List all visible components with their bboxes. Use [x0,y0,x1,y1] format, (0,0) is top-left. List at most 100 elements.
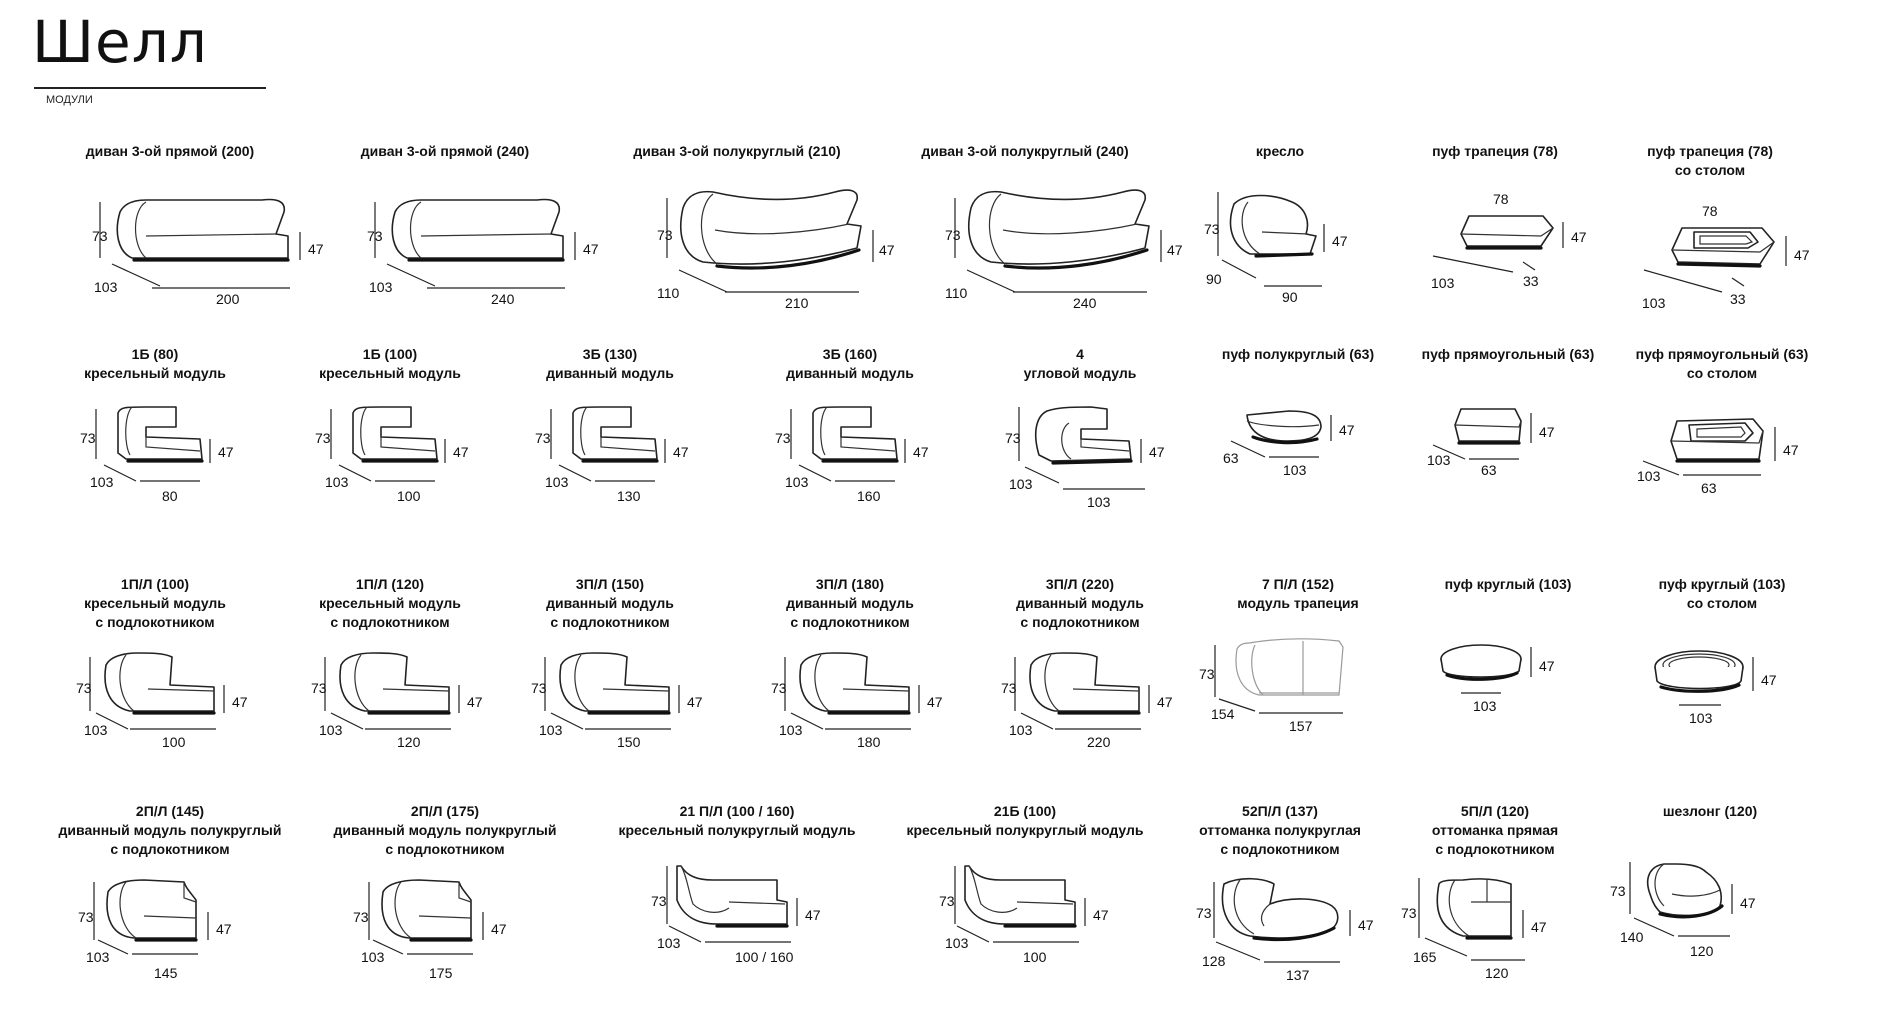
seat-height-value: 47 [583,241,599,257]
module-name: пуф трапеция (78) [1370,142,1620,161]
height-value: 73 [92,228,108,244]
module-name: 1Б (100)кресельный модуль [280,345,500,383]
module-sketch [1440,644,1522,681]
seat-height-value: 47 [805,907,821,923]
depth-value: 103 [1431,275,1455,291]
top-length-value: 78 [1702,203,1718,219]
seat-height-value: 47 [232,694,248,710]
module-name: 21 П/Л (100 / 160)кресельный полукруглый… [612,802,862,840]
width-value: 200 [216,291,240,307]
module-name-line: пуф круглый (103) [1444,576,1572,592]
module-name: диван 3-ой прямой (200) [45,142,295,161]
height-value: 73 [311,680,327,696]
seat-height-value: 47 [1794,247,1810,263]
module-name-line: кресло [1255,143,1305,159]
depth-dimension-line [1643,269,1723,293]
height-value: 73 [367,228,383,244]
height-value: 73 [535,430,551,446]
depth-value: 110 [657,285,680,301]
depth-value: 103 [1427,452,1451,468]
width-value: 220 [1087,734,1111,750]
width-value: 175 [429,965,453,981]
depth-dimension-line [103,464,137,482]
module-name-line: 21 П/Л (100 / 160) [679,803,795,819]
height-value: 73 [1610,883,1626,899]
height-value: 73 [939,893,955,909]
width-value: 120 [1690,943,1714,959]
height-value: 73 [353,909,369,925]
module-name-line: диван 3-ой полукруглый (240) [921,143,1129,159]
depth-dimension-line [386,263,436,287]
width-value: 103 [1689,710,1713,726]
height-value: 73 [315,430,331,446]
depth-value: 103 [1009,476,1033,492]
depth-value: 103 [361,949,385,965]
module-name-line: пуф полукруглый (63) [1221,346,1375,362]
module-name: пуф полукруглый (63) [1188,345,1408,364]
page-title: Шелл [32,8,208,76]
width-value: 90 [1282,289,1298,305]
seat-height-value: 47 [1539,658,1555,674]
module-name-line: диванный модуль полукруглый [333,822,557,838]
seat-height-value: 47 [218,444,234,460]
width-value: 160 [857,488,881,504]
depth-dimension-line [1230,440,1266,458]
module-sketch [117,406,204,463]
module-sketch [1034,406,1133,465]
module-name-line: 3Б (160) [822,346,878,362]
depth-value: 103 [785,474,809,490]
depth-dimension-line [338,464,372,482]
module-sketch [1671,227,1775,268]
module-name: 21Б (100)кресельный полукруглый модуль [900,802,1150,840]
depth-value: 140 [1620,929,1644,945]
module-card: 21 П/Л (100 / 160)кресельный полукруглый… [612,802,862,1022]
module-name-line: 4 [1076,346,1084,362]
page-subtitle: МОДУЛИ [46,94,93,106]
width-value: 145 [154,965,178,981]
module-sketch [559,652,671,715]
seat-height-value: 47 [687,694,703,710]
depth-value: 63 [1223,450,1239,466]
seat-height-value: 47 [453,444,469,460]
height-value: 73 [80,430,96,446]
width-value: 150 [617,734,641,750]
seat-height-value: 47 [491,921,507,937]
module-name-line: модуль трапеция [1237,595,1359,611]
module-name-line: с подлокотником [110,841,230,857]
depth-value: 103 [545,474,569,490]
module-name-line: диванный модуль полукруглый [58,822,282,838]
depth-value: 110 [945,285,968,301]
depth-value: 103 [539,722,563,738]
module-name: шезлонг (120) [1585,802,1835,821]
